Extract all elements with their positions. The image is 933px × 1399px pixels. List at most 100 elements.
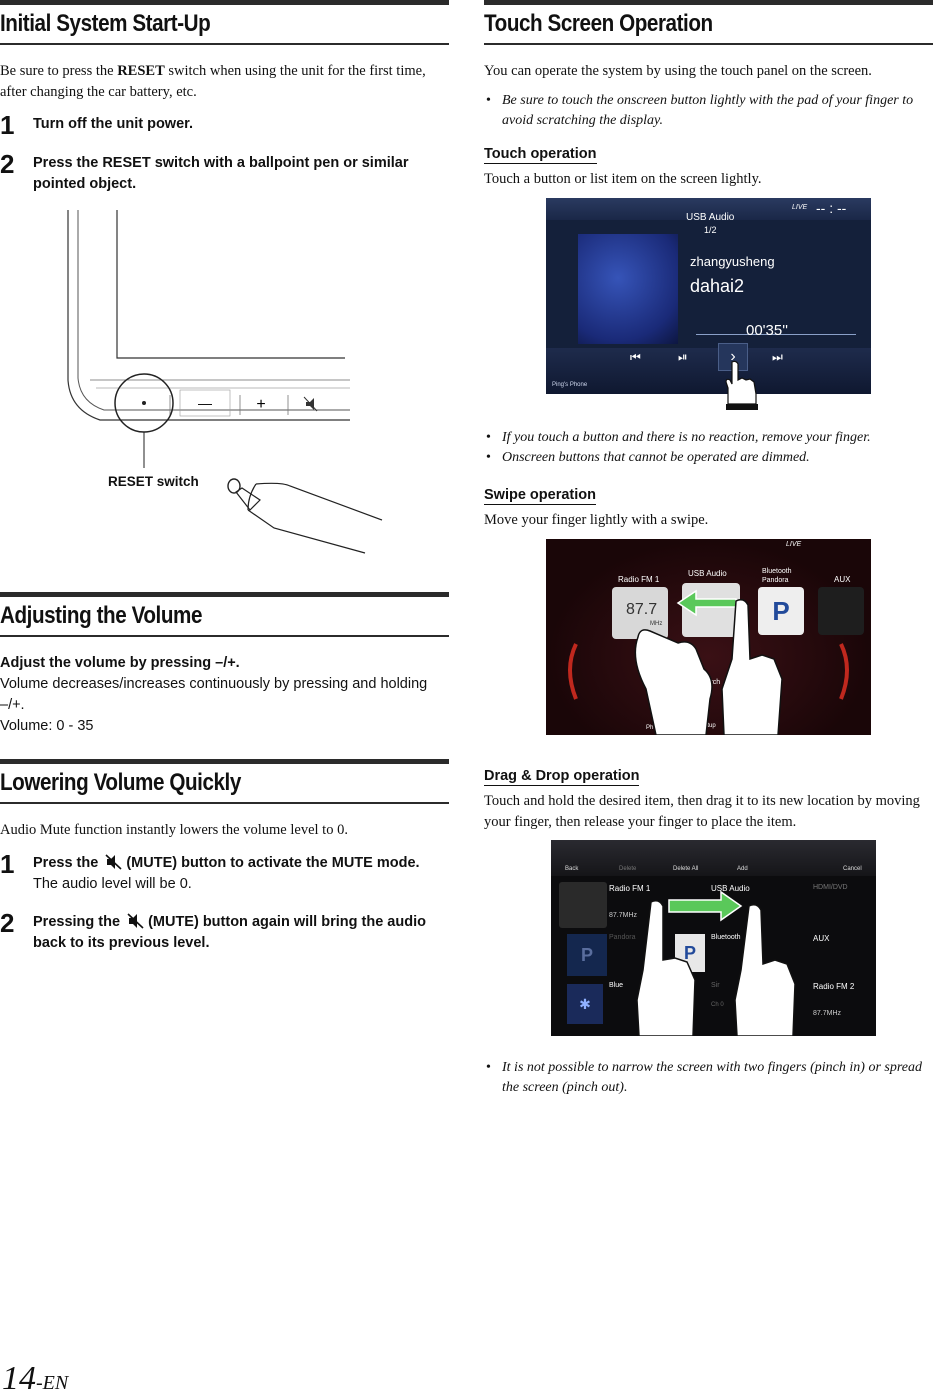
section-title: Touch Screen Operation [484, 10, 713, 37]
drag-notes: It is not possible to narrow the screen … [484, 1058, 924, 1098]
section-title: Lowering Volume Quickly [0, 769, 241, 796]
reset-switch-label: RESET switch [108, 474, 199, 489]
step-text: Press the (MUTE) button to activate the … [33, 853, 449, 874]
minus-button-glyph: — [198, 395, 212, 411]
section-title: Adjusting the Volume [0, 602, 203, 629]
step-text-b: RESET [102, 155, 151, 171]
step-text: Press the RESET switch with a ballpoint … [33, 153, 449, 195]
step-number: 2 [0, 908, 15, 938]
progress-bar [696, 334, 856, 335]
tile-label: Sir [711, 982, 720, 989]
finger-icon [636, 899, 796, 1036]
step-text-c: switch with a ballpoint pen or similar p… [33, 155, 409, 192]
intro-text-2: switch when using the unit for the first… [0, 63, 426, 100]
control-bar [546, 348, 871, 394]
step-text-a: Press the [33, 155, 103, 171]
step-number: 1 [0, 110, 15, 140]
tile-label: Blue [609, 982, 624, 989]
edit-toolbar [551, 840, 876, 876]
step-number: 1 [0, 849, 15, 879]
step-subtext: The audio level will be 0. [33, 876, 192, 892]
note-item: If you touch a button and there is no re… [484, 428, 933, 448]
drag-drop-desc: Touch and hold the desired item, then dr… [484, 793, 920, 830]
volume-range: Volume: 0 - 35 [0, 718, 94, 734]
tile-label: Bluetooth [711, 934, 741, 941]
mute-step-2: 2 Pressing the (MUTE) button again will … [0, 908, 449, 954]
pandora-icon: P [567, 934, 607, 976]
swipe-left-arrow [676, 589, 737, 617]
step-text-a: Press the [33, 855, 99, 871]
finger-icon [634, 598, 783, 735]
bluetooth-icon: ✱ [567, 984, 603, 1024]
delete-button[interactable]: Delete [619, 866, 637, 872]
touch-screen-image: USB Audio LIVE -- : -- 1/2 zhangyusheng … [546, 198, 871, 394]
live-badge: LIVE [786, 541, 802, 548]
tile-aux[interactable] [818, 587, 864, 635]
volume-line-1: Adjust the volume by pressing –/+. [0, 653, 449, 674]
swipe-operation-desc: Move your finger lightly with a swipe. [484, 512, 709, 528]
cancel-button[interactable]: Cancel [843, 866, 862, 872]
tile-label-aux: AUX [834, 575, 851, 584]
volume-keys: –/+. [215, 655, 240, 671]
reset-switch-hole [142, 401, 146, 405]
volume-line-2-text: Volume decreases/increases continuously … [0, 676, 428, 692]
next-icon[interactable]: ⏭ [772, 350, 783, 364]
previous-icon[interactable]: ⏮ [630, 350, 641, 364]
section-header: Touch Screen Operation [484, 0, 933, 45]
speaker-mute-icon [127, 913, 144, 929]
page-footer: 14-EN [2, 1360, 68, 1398]
delete-all-button[interactable]: Delete All [673, 866, 699, 872]
tile-label-radio: Radio FM 1 [618, 575, 660, 584]
swipe-heading-wrap: Swipe operation [484, 486, 596, 505]
volume-line-2: Volume decreases/increases continuously … [0, 674, 449, 716]
phone-label: Pho [646, 725, 657, 731]
note-item: It is not possible to narrow the screen … [484, 1058, 924, 1098]
volume-line-1-text: Adjust the volume by pressing [0, 655, 216, 671]
swipe-gesture-overlay [568, 589, 849, 735]
drag-drop-screen-image: Back Delete Delete All Add Cancel Radio … [551, 840, 876, 1036]
tile-label: Pandora [609, 934, 636, 941]
play-pause-icon[interactable]: ⏯ [678, 350, 688, 364]
section-touch-screen: Touch Screen Operation You can operate t… [484, 0, 933, 131]
note-item: Onscreen buttons that cannot be operated… [484, 448, 933, 468]
swipe-screen-image: LIVE Radio FM 1 USB Audio Bluetooth Pand… [546, 539, 871, 735]
back-button[interactable]: Back [565, 866, 579, 872]
intro-text: Be sure to press the [0, 63, 118, 79]
setup-label: Setup [700, 723, 716, 729]
tile-label-usb: USB Audio [688, 569, 727, 578]
step-text-a: Pressing the [33, 914, 121, 930]
status-bar [546, 198, 871, 220]
volume-keys-2: –/+. [0, 697, 25, 713]
drag-heading-wrap: Drag & Drop operation [484, 767, 640, 786]
touch-operation-heading-wrap: Touch operation [484, 145, 597, 164]
page-number: 14 [2, 1360, 36, 1397]
touch-notes: If you touch a button and there is no re… [484, 428, 933, 468]
step-text: Turn off the unit power. [33, 116, 194, 132]
pandora-icon[interactable]: P [758, 587, 804, 635]
plus-button-glyph: + [256, 396, 265, 413]
section-adjusting-volume: Adjusting the Volume Adjust the volume b… [0, 592, 449, 737]
mute-step-1: 1 Press the (MUTE) button to activate th… [0, 849, 449, 895]
live-badge: LIVE [792, 204, 808, 211]
tile-label: Radio FM 2 [813, 982, 855, 991]
section-title: Initial System Start-Up [0, 10, 211, 37]
frequency-unit: MHz [650, 621, 663, 627]
screen-title: USB Audio [686, 212, 735, 223]
page-suffix: -EN [36, 1372, 69, 1394]
section-header: Initial System Start-Up [0, 0, 449, 45]
album-art [578, 234, 678, 344]
tile-radio[interactable]: 87.7 MHz [612, 587, 668, 639]
speaker-mute-icon [105, 854, 122, 870]
touch-intro: You can operate the system by using the … [484, 63, 872, 79]
speaker-mute-icon [303, 396, 318, 412]
tile-radio-fm1[interactable] [559, 882, 607, 928]
add-button[interactable]: Add [737, 866, 748, 872]
phone-name: Ping's Phone [552, 382, 588, 388]
ballpoint-pen-icon [227, 478, 383, 554]
volume-text: Adjust the volume by pressing –/+. Volum… [0, 653, 449, 737]
step-text-b: (MUTE) button to activate the MUTE mode. [126, 855, 420, 871]
drag-right-arrow [668, 890, 743, 922]
screen-clock: -- : -- [816, 200, 847, 216]
tile-sub: 87.7MHz [609, 912, 638, 919]
step-text-b: (MUTE) button again will bring the audio… [33, 914, 426, 951]
